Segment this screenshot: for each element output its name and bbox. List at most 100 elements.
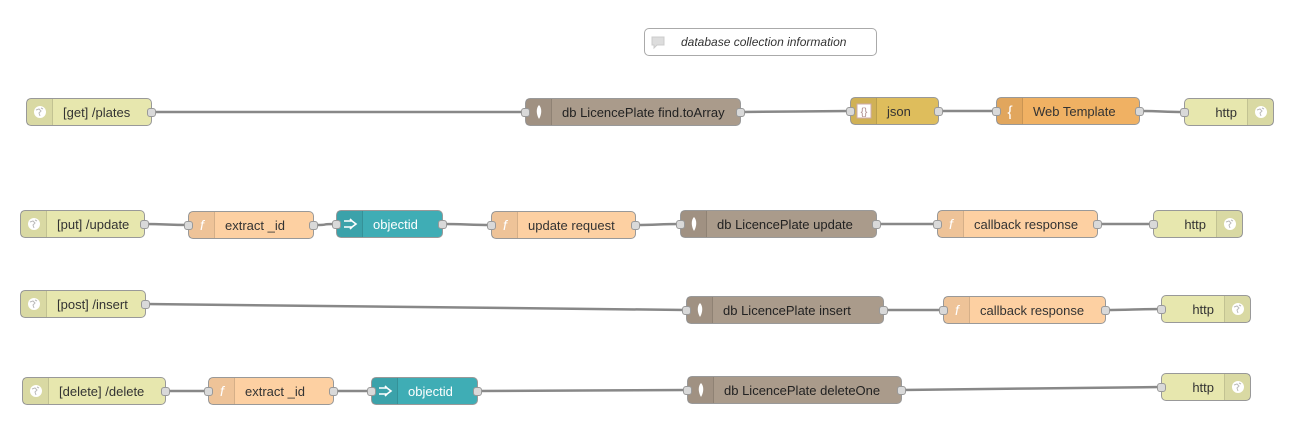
globe-icon bbox=[21, 291, 47, 317]
comment-label: database collection information bbox=[681, 35, 847, 49]
output-port[interactable] bbox=[631, 221, 640, 230]
template-node[interactable]: { Web Template bbox=[992, 97, 1144, 125]
wire-put-req-put-upd[interactable] bbox=[635, 222, 681, 227]
output-port[interactable] bbox=[473, 387, 482, 396]
node-label: json bbox=[887, 103, 911, 119]
objectid-node[interactable]: objectid bbox=[332, 210, 447, 238]
function-icon: f bbox=[944, 297, 970, 323]
leaf-icon bbox=[687, 297, 713, 323]
function-icon: f bbox=[492, 212, 518, 238]
output-port[interactable] bbox=[438, 220, 447, 229]
output-port[interactable] bbox=[1093, 220, 1102, 229]
output-port[interactable] bbox=[897, 386, 906, 395]
output-port[interactable] bbox=[736, 108, 745, 117]
http-response-node[interactable]: http bbox=[1180, 98, 1274, 126]
input-port[interactable] bbox=[846, 107, 855, 116]
input-port[interactable] bbox=[939, 306, 948, 315]
node-label: callback response bbox=[980, 302, 1085, 318]
node-label: [delete] /delete bbox=[59, 383, 145, 399]
input-port[interactable] bbox=[1157, 383, 1166, 392]
wire-put-objid-put-req[interactable] bbox=[442, 222, 492, 227]
input-port[interactable] bbox=[992, 107, 1001, 116]
output-port[interactable] bbox=[140, 220, 149, 229]
node-label: db LicencePlate update bbox=[717, 216, 853, 232]
input-port[interactable] bbox=[332, 220, 341, 229]
svg-text:f: f bbox=[200, 217, 206, 233]
input-port[interactable] bbox=[682, 306, 691, 315]
node-label: objectid bbox=[408, 383, 453, 399]
node-label: extract _id bbox=[245, 383, 305, 399]
http-in-node-put-update[interactable]: [put] /update bbox=[20, 210, 149, 238]
arrow-icon bbox=[372, 378, 398, 404]
input-port[interactable] bbox=[933, 220, 942, 229]
output-port[interactable] bbox=[147, 108, 156, 117]
function-node-extract-id[interactable]: f extract _id bbox=[184, 211, 318, 239]
mongodb-node-find[interactable]: db LicencePlate find.toArray bbox=[521, 98, 745, 126]
input-port[interactable] bbox=[487, 221, 496, 230]
function-node-callback-response[interactable]: f callback response bbox=[933, 210, 1102, 238]
wire-del-one-del-out[interactable] bbox=[901, 385, 1162, 392]
function-icon: f bbox=[189, 212, 215, 238]
brace-icon: { bbox=[997, 98, 1023, 124]
input-port[interactable] bbox=[1157, 305, 1166, 314]
node-label: db LicencePlate find.toArray bbox=[562, 104, 725, 120]
function-node-callback-response[interactable]: f callback response bbox=[939, 296, 1110, 324]
wire-put-in-put-extract[interactable] bbox=[144, 222, 189, 227]
output-port[interactable] bbox=[141, 300, 150, 309]
function-node-extract-id[interactable]: f extract _id bbox=[204, 377, 338, 405]
input-port[interactable] bbox=[184, 221, 193, 230]
leaf-icon bbox=[526, 99, 552, 125]
comment-node[interactable]: database collection information bbox=[644, 28, 877, 56]
node-label: db LicencePlate deleteOne bbox=[724, 382, 881, 398]
output-port[interactable] bbox=[1101, 306, 1110, 315]
globe-icon bbox=[23, 378, 49, 404]
input-port[interactable] bbox=[521, 108, 530, 117]
node-label: [post] /insert bbox=[57, 296, 128, 312]
output-port[interactable] bbox=[309, 221, 318, 230]
globe-icon bbox=[1216, 211, 1242, 237]
svg-text:{: { bbox=[1007, 104, 1013, 119]
comment-icon bbox=[645, 29, 671, 55]
http-response-node[interactable]: http bbox=[1157, 295, 1251, 323]
http-response-node[interactable]: http bbox=[1149, 210, 1243, 238]
svg-text:f: f bbox=[503, 217, 509, 233]
input-port[interactable] bbox=[683, 386, 692, 395]
wire-post-cb-post-out[interactable] bbox=[1105, 307, 1162, 312]
globe-icon bbox=[1224, 374, 1250, 400]
svg-text:f: f bbox=[220, 383, 226, 399]
node-label: db LicencePlate insert bbox=[723, 302, 851, 318]
mongodb-node-update[interactable]: db LicencePlate update bbox=[676, 210, 881, 238]
output-port[interactable] bbox=[1135, 107, 1144, 116]
leaf-icon bbox=[681, 211, 707, 237]
output-port[interactable] bbox=[872, 220, 881, 229]
node-label: [get] /plates bbox=[63, 104, 131, 120]
mongodb-node-deleteone[interactable]: db LicencePlate deleteOne bbox=[683, 376, 906, 404]
node-label: Web Template bbox=[1033, 103, 1116, 119]
http-response-node[interactable]: http bbox=[1157, 373, 1251, 401]
input-port[interactable] bbox=[1180, 108, 1189, 117]
node-label: callback response bbox=[974, 216, 1079, 232]
input-port[interactable] bbox=[204, 387, 213, 396]
http-in-node-post-insert[interactable]: [post] /insert bbox=[20, 290, 150, 318]
function-icon: f bbox=[209, 378, 235, 404]
output-port[interactable] bbox=[329, 387, 338, 396]
output-port[interactable] bbox=[879, 306, 888, 315]
output-port[interactable] bbox=[161, 387, 170, 396]
input-port[interactable] bbox=[1149, 220, 1158, 229]
globe-icon bbox=[1224, 296, 1250, 322]
wire-get-find-get-json[interactable] bbox=[740, 109, 851, 114]
wire-del-objid-del-one[interactable] bbox=[477, 388, 688, 393]
http-in-node-delete[interactable]: [delete] /delete bbox=[22, 377, 170, 405]
wire-post-in-post-ins[interactable] bbox=[145, 302, 687, 312]
input-port[interactable] bbox=[367, 387, 376, 396]
mongodb-node-insert[interactable]: db LicencePlate insert bbox=[682, 296, 888, 324]
braces-icon: {} bbox=[851, 98, 877, 124]
output-port[interactable] bbox=[934, 107, 943, 116]
input-port[interactable] bbox=[676, 220, 685, 229]
http-in-node-get-plates[interactable]: [get] /plates bbox=[26, 98, 156, 126]
function-node-update-request[interactable]: f update request bbox=[487, 211, 640, 239]
json-node[interactable]: {} json bbox=[846, 97, 943, 125]
node-label: http bbox=[1192, 301, 1214, 317]
objectid-node[interactable]: objectid bbox=[367, 377, 482, 405]
wire-get-tmpl-get-out[interactable] bbox=[1139, 109, 1185, 114]
